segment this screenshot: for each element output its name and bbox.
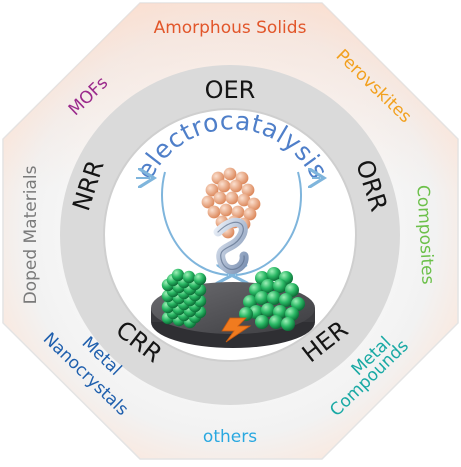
orange-particle-cluster-icon [201, 167, 261, 239]
label-doped-materials: Doped Materials [21, 165, 41, 304]
green-particle-block-icon [161, 268, 207, 329]
particle [219, 203, 233, 217]
particle [201, 195, 215, 209]
particle [182, 270, 196, 284]
particle [241, 183, 255, 197]
particle [255, 291, 269, 305]
particle [247, 197, 261, 211]
particle [171, 268, 185, 282]
particle [231, 205, 245, 219]
particle [193, 272, 207, 286]
inner-shadow [103, 108, 357, 362]
particle [261, 279, 275, 293]
particle [279, 293, 293, 307]
particle [267, 291, 281, 305]
particle [229, 179, 243, 193]
green-particle-cluster-icon [239, 267, 305, 331]
particle [239, 307, 253, 321]
particle [213, 191, 227, 205]
particle [281, 317, 295, 331]
particle [223, 167, 237, 181]
cycle-arrows [136, 172, 320, 275]
label-others: others [203, 427, 257, 447]
particle [261, 303, 275, 317]
particle [255, 315, 269, 329]
label-amorphous-solids: Amorphous Solids [154, 18, 307, 38]
particle [269, 315, 283, 329]
particle [225, 191, 239, 205]
particle [205, 183, 219, 197]
helix-icon [213, 217, 249, 274]
reaction-oer: OER [205, 76, 256, 104]
particle [243, 207, 257, 221]
particle [267, 267, 281, 281]
particle [217, 179, 231, 193]
particle [273, 279, 287, 293]
lightning-bolt-icon [221, 317, 252, 343]
particle [207, 205, 221, 219]
particle [237, 193, 251, 207]
